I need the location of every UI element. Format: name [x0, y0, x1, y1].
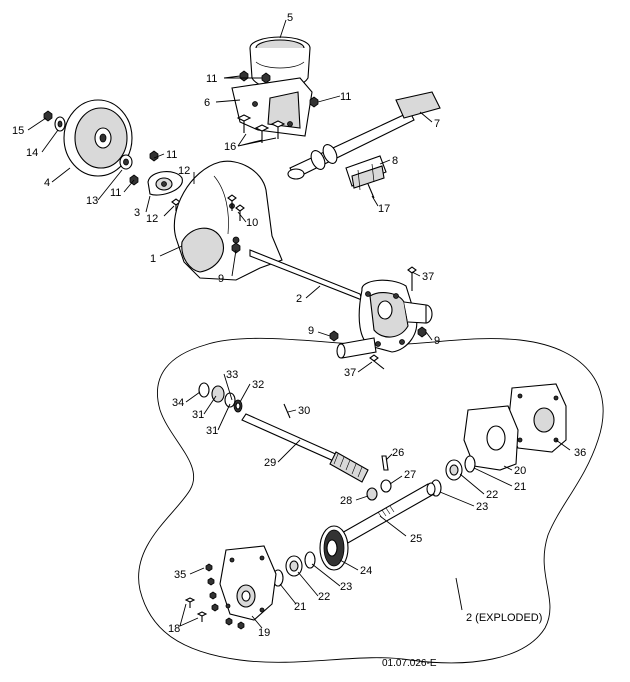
callout-32: 32	[252, 379, 264, 391]
bearing-22-right	[445, 459, 463, 481]
drawing-code: 01.07.026-E	[382, 658, 437, 669]
gear-24	[319, 525, 349, 571]
callout-9-c: 9	[434, 335, 440, 347]
bolt-37-upper	[407, 266, 417, 291]
pulley-part	[63, 99, 133, 177]
callout-19: 19	[258, 627, 270, 639]
callout-33: 33	[226, 369, 238, 381]
callout-4: 4	[44, 177, 50, 189]
callout-17: 17	[378, 203, 390, 215]
callout-14: 14	[26, 147, 38, 159]
callout-labels: 5 11 6 11 7 8 17 16 15 14 4 13 11 11 1 2 …	[12, 12, 586, 669]
bearing-flange-part	[147, 171, 183, 196]
nut-9-left	[329, 330, 339, 342]
callout-23-a: 23	[476, 501, 488, 513]
key-26	[381, 455, 389, 471]
bolt-group-16	[236, 114, 286, 143]
callout-37-a: 37	[422, 271, 434, 283]
callout-6: 6	[204, 97, 210, 109]
bolt-group-10	[227, 194, 245, 221]
callout-26: 26	[392, 447, 404, 459]
nut-9-housing	[231, 242, 241, 254]
callout-8: 8	[392, 155, 398, 167]
callout-21-b: 21	[294, 601, 306, 613]
bolt-group-18-35	[184, 563, 245, 630]
callout-11-a: 11	[206, 73, 217, 85]
bolt-11-upper	[149, 150, 159, 162]
callout-13: 13	[86, 195, 98, 207]
auger-housing-part	[173, 160, 283, 281]
nut-9-right	[417, 326, 427, 338]
callout-11-d: 11	[166, 149, 177, 161]
nut-13	[119, 154, 133, 170]
gasket-20	[463, 405, 519, 471]
callout-9-b: 9	[308, 325, 314, 337]
callout-30: 30	[298, 405, 310, 417]
callout-35: 35	[174, 569, 186, 581]
callout-10: 10	[246, 217, 258, 229]
bearing-stack-31-34	[198, 382, 243, 413]
callout-24: 24	[360, 565, 372, 577]
callout-3: 3	[134, 207, 140, 219]
chute-bracket-part	[231, 77, 313, 137]
washer-14	[54, 116, 66, 132]
bracket-part-8	[345, 155, 387, 191]
callout-31-a: 31	[192, 409, 204, 421]
ring-21-right	[464, 455, 476, 473]
gearbox-assembly-part	[249, 249, 433, 359]
callout-27: 27	[404, 469, 416, 481]
callout-20: 20	[514, 465, 526, 477]
callout-1: 1	[150, 253, 156, 265]
bolt-37-lower	[369, 354, 385, 370]
pin-30	[283, 403, 291, 419]
callout-15: 15	[12, 125, 24, 137]
callout-11-b: 11	[340, 91, 351, 103]
callout-22-b: 22	[318, 591, 330, 603]
callout-29: 29	[264, 457, 276, 469]
callout-11-c: 11	[110, 187, 121, 199]
chute-crank-rod-part	[287, 91, 441, 180]
callout-22-a: 22	[486, 489, 498, 501]
pin-17	[367, 183, 375, 199]
callout-31-b: 31	[206, 425, 218, 437]
gearbox-half-19	[219, 545, 277, 621]
bushing-28	[366, 487, 378, 501]
nut-15	[43, 110, 53, 122]
bearing-22-left	[285, 555, 303, 577]
leader-lines	[27, 19, 571, 629]
gearbox-cover-36	[507, 383, 567, 453]
spacer-27	[380, 479, 392, 493]
callout-2: 2	[296, 293, 302, 305]
callout-12-a: 12	[178, 165, 190, 177]
callout-34: 34	[172, 397, 184, 409]
callout-12-b: 12	[146, 213, 158, 225]
callout-28: 28	[340, 495, 352, 507]
callout-37-b: 37	[344, 367, 356, 379]
nut-group-11-chute	[239, 70, 319, 108]
callout-18: 18	[168, 623, 180, 635]
callout-23-b: 23	[340, 581, 352, 593]
exploded-label: 2 (EXPLODED)	[466, 612, 542, 624]
callout-16: 16	[224, 141, 236, 153]
callout-5: 5	[287, 12, 293, 24]
worm-shaft-29	[241, 413, 369, 483]
exploded-view-outline	[138, 337, 604, 664]
callout-25: 25	[410, 533, 422, 545]
callout-9-a: 9	[218, 273, 224, 285]
callout-21-a: 21	[514, 481, 526, 493]
callout-7: 7	[434, 118, 440, 130]
callout-36: 36	[574, 447, 586, 459]
